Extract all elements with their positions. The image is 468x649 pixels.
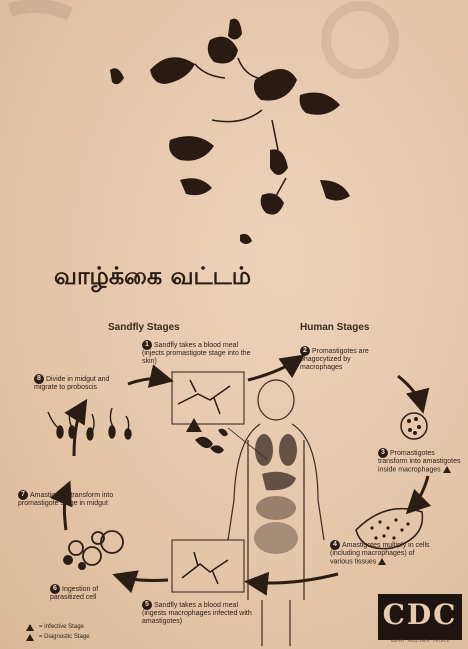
- step-6-number: 6: [50, 584, 60, 594]
- diagnostic-stage-icon: [443, 466, 451, 473]
- parasite-cell: [110, 68, 124, 84]
- parasite-cell: [228, 19, 242, 40]
- parasite-cell: [300, 93, 340, 115]
- microscope-image: [0, 0, 468, 250]
- midgut-promastigotes: [48, 408, 131, 440]
- arrow-1-to-2: [248, 358, 300, 380]
- arrow-8-to-1: [128, 379, 168, 384]
- step-4-number: 4: [330, 540, 340, 550]
- arrow-3-to-4: [410, 476, 428, 510]
- arrow-2-to-3: [398, 376, 422, 408]
- parasite-cell: [254, 69, 297, 101]
- diagnostic-stage-icon: [26, 634, 34, 641]
- tamil-title: வாழ்க்கை வட்டம்: [54, 262, 251, 293]
- legend: = Infective Stage = Diagnostic Stage: [24, 622, 90, 642]
- parasite-cell: [240, 234, 252, 244]
- step-5-number: 5: [142, 600, 152, 610]
- sandfly-drawing: [178, 380, 230, 414]
- cdc-logo: CDC: [378, 594, 462, 640]
- legend-infective: = Infective Stage: [24, 622, 90, 632]
- step-8-number: 8: [34, 374, 44, 384]
- sandfly-feeding-box: [172, 540, 244, 592]
- step-1-text: Sandfly takes a blood meal (injects prom…: [142, 342, 251, 365]
- sandfly-bite-box: [172, 372, 244, 424]
- macrophage-cell: [401, 413, 427, 439]
- parasite-cell: [150, 57, 195, 84]
- arrow-5-to-6: [118, 576, 168, 581]
- step-1-number: 1: [142, 340, 152, 350]
- legend-infective-label: = Infective Stage: [39, 622, 84, 632]
- parasite-cell: [180, 178, 212, 195]
- parasite-cell: [169, 136, 214, 161]
- step-3-number: 3: [378, 448, 388, 458]
- step-8-text: Divide in midgut and migrate to probosci…: [34, 376, 109, 391]
- infective-stage-icon: [26, 624, 34, 631]
- promastigotes-drawing: [195, 429, 228, 454]
- step-5-text: Sandfly takes a blood meal (ingests macr…: [142, 602, 252, 625]
- parasite-cell: [208, 37, 238, 64]
- step-7-text: Amastigotes transform into promastigote …: [18, 492, 113, 507]
- parasitized-cells: [63, 531, 123, 570]
- sandfly-drawing-2: [182, 552, 228, 584]
- diagnostic-stage-icon: [378, 558, 386, 565]
- step-2-text: Promastigotes are phagocytized by macrop…: [300, 348, 369, 371]
- parasite-cell: [270, 149, 288, 175]
- parasite-cell: [320, 180, 350, 201]
- cdc-logo-subtitle: SAFER · HEALTHIER · PEOPLE: [382, 638, 458, 643]
- parasite-cell: [261, 193, 284, 214]
- legend-diagnostic-label: = Diagnostic Stage: [39, 632, 90, 642]
- arrow-4-to-5: [250, 574, 338, 583]
- legend-diagnostic: = Diagnostic Stage: [24, 632, 90, 642]
- infective-stage-marker: [186, 418, 202, 432]
- step-2-number: 2: [300, 346, 310, 356]
- step-7-number: 7: [18, 490, 28, 500]
